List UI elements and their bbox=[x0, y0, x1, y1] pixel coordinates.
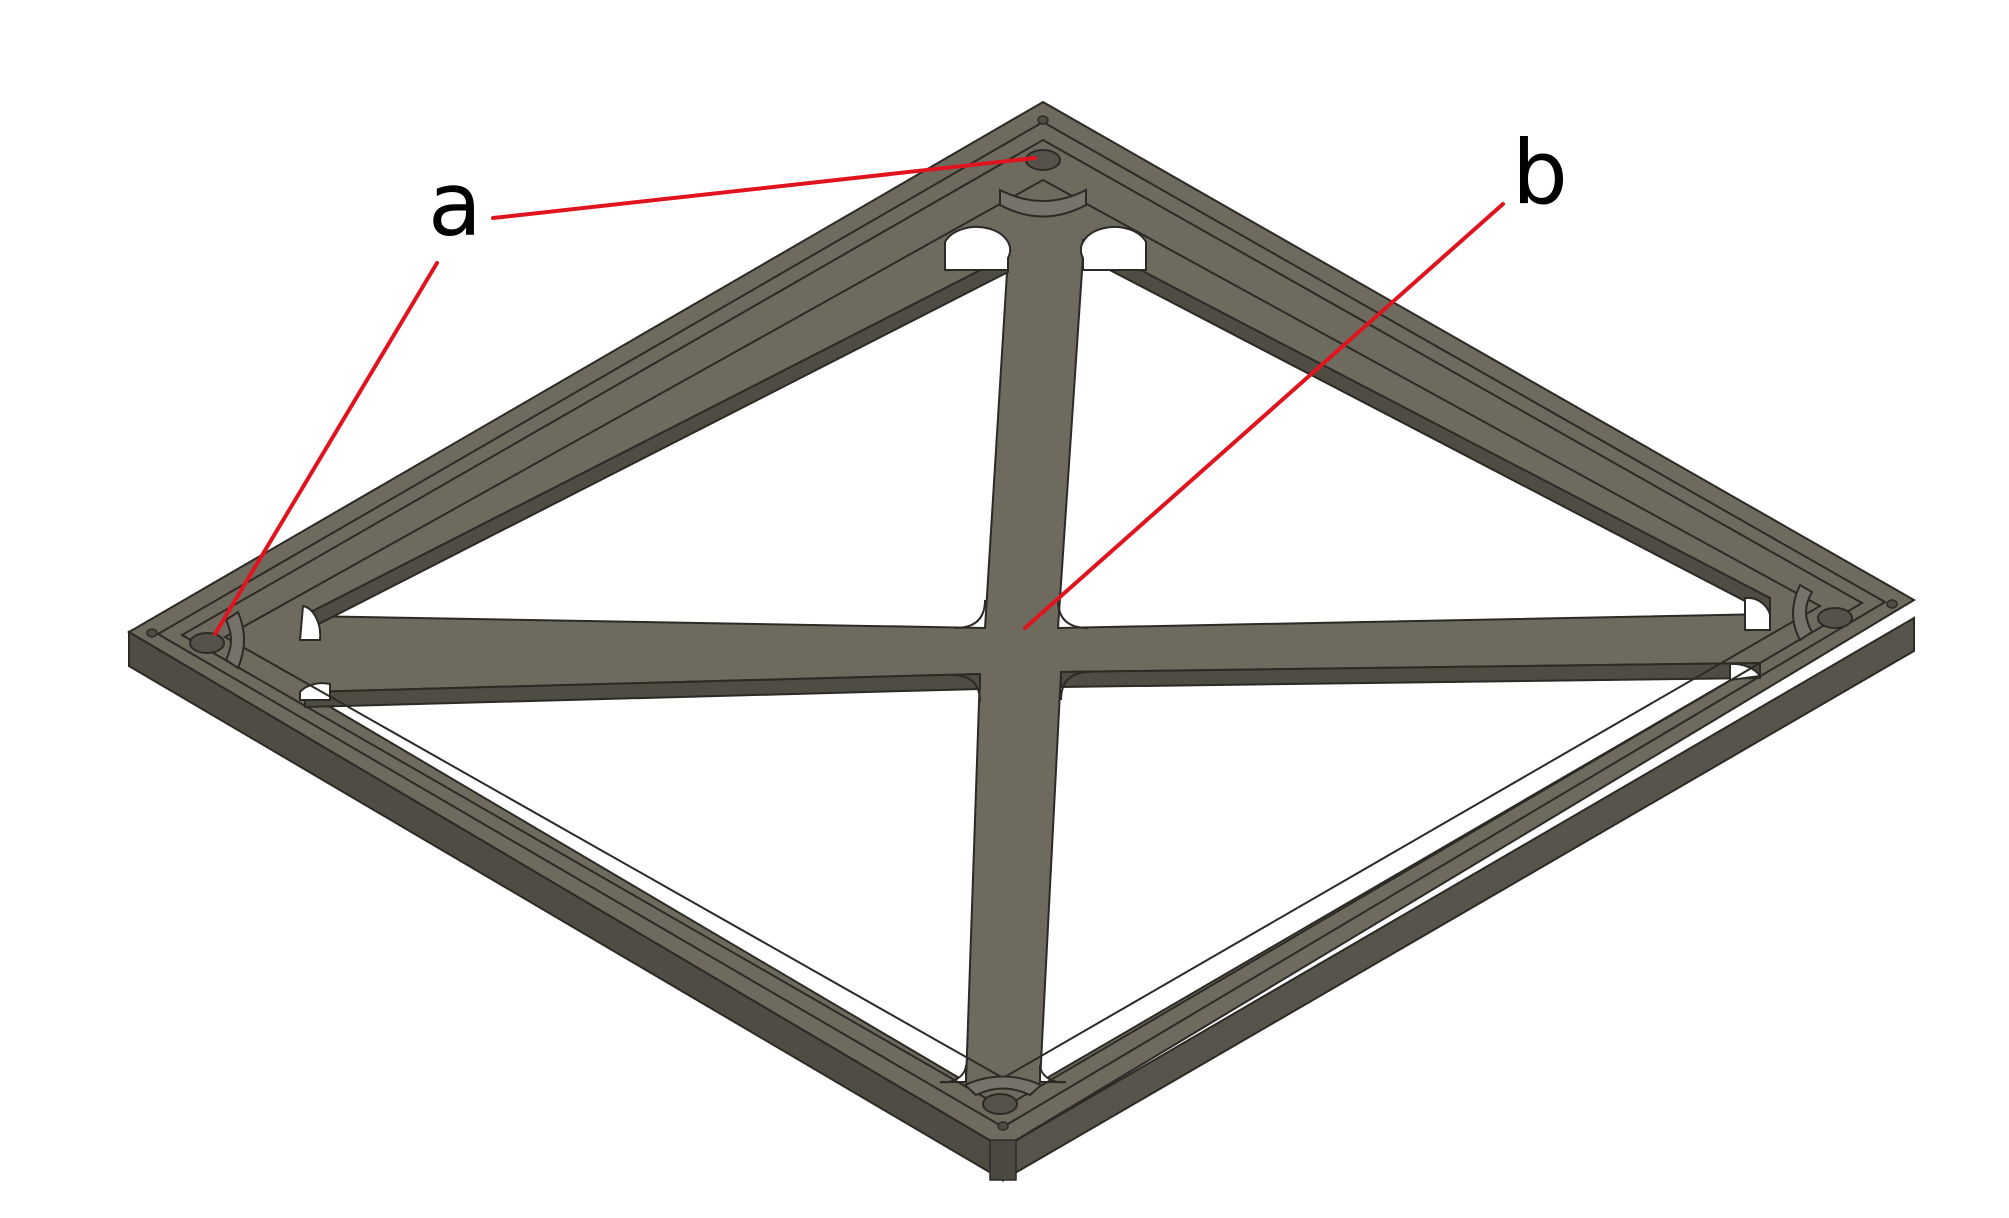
notch-top-left bbox=[944, 225, 1012, 271]
mounting-hole-right bbox=[1817, 607, 1853, 629]
mounting-hole-left bbox=[189, 632, 225, 654]
callout-label-b: b bbox=[1512, 121, 1568, 224]
corner-tab-right bbox=[1886, 599, 1898, 609]
corner-tab-top bbox=[1037, 115, 1049, 125]
notch-right-upper bbox=[1744, 596, 1771, 631]
fillet-top-right bbox=[1057, 599, 1089, 629]
leader-lines bbox=[213, 156, 1505, 636]
boss-bottom bbox=[963, 1075, 1043, 1097]
mounting-holes bbox=[189, 149, 1853, 1115]
cross-bar-fillets bbox=[949, 599, 1091, 703]
mounting-hole-bottom bbox=[982, 1093, 1018, 1115]
window-walls bbox=[302, 238, 1771, 709]
window-wall-top-right bbox=[1082, 238, 1771, 616]
bar-end-notches bbox=[298, 225, 1771, 1084]
fillet-top-left bbox=[954, 599, 986, 629]
notch-left-upper bbox=[298, 604, 322, 641]
corner-tabs bbox=[146, 115, 1898, 1131]
callout-label-a: a bbox=[428, 153, 482, 256]
corner-tab-bottom bbox=[997, 1121, 1009, 1131]
window-wall-bottom-right bbox=[1060, 661, 1761, 689]
notch-top-right bbox=[1079, 225, 1147, 271]
fillet-bottom-left bbox=[949, 673, 981, 703]
bottom-corner-post bbox=[989, 1139, 1017, 1181]
notch-left-lower bbox=[299, 682, 331, 701]
frame-side-left bbox=[128, 630, 1004, 1182]
leader-a-to-left-hole bbox=[213, 261, 439, 636]
boss-top bbox=[999, 188, 1087, 218]
leader-a-to-top-hole bbox=[491, 156, 1037, 220]
corner-tab-left bbox=[146, 628, 158, 638]
frame-side-right bbox=[1002, 616, 1915, 1182]
boss-left bbox=[224, 610, 245, 670]
corner-bosses bbox=[224, 188, 1814, 1097]
leader-b-to-cross bbox=[1023, 202, 1505, 630]
fillet-bottom-right bbox=[1060, 671, 1091, 701]
boss-right bbox=[1792, 583, 1814, 642]
frame-top-face bbox=[127, 100, 1916, 1150]
